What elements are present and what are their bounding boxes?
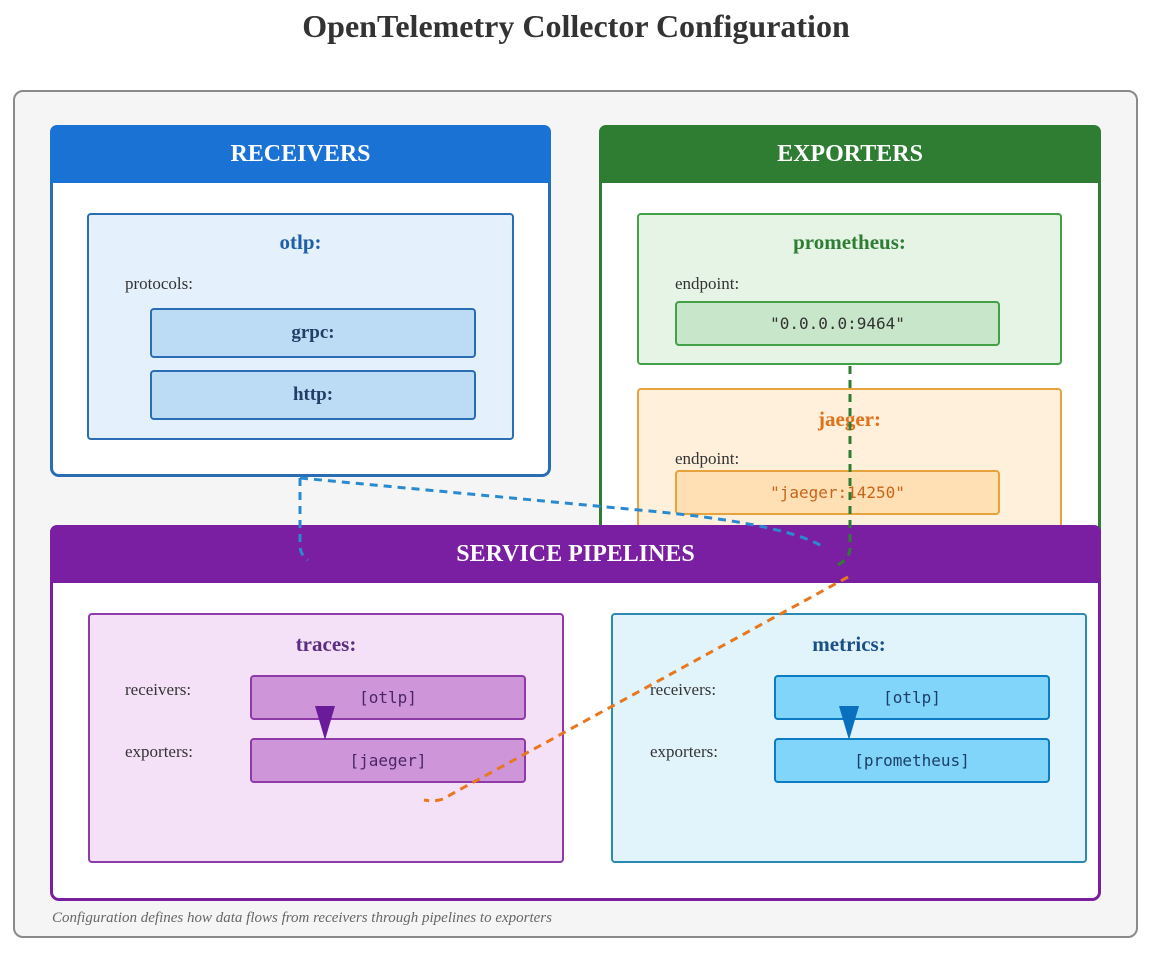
prometheus-to-metrics-connector bbox=[837, 366, 852, 567]
traces-exporters-label: exporters: bbox=[125, 742, 193, 761]
traces-receivers-label: receivers: bbox=[125, 680, 192, 699]
jaeger-endpoint-label: endpoint: bbox=[675, 449, 740, 468]
metrics-exporters-label: exporters: bbox=[650, 742, 718, 761]
http-protocol: http: bbox=[150, 370, 476, 420]
metrics-flow-arrow-icon bbox=[839, 706, 859, 740]
otlp-receiver-title: otlp: bbox=[279, 230, 322, 254]
traces-pipeline-title: traces: bbox=[295, 632, 357, 656]
traces-to-jaeger-connector bbox=[423, 575, 849, 803]
service-pipelines-header: SERVICE PIPELINES bbox=[50, 525, 1101, 583]
metrics-exporters-value: [prometheus] bbox=[774, 738, 1050, 783]
traces-receivers-value: [otlp] bbox=[250, 675, 526, 720]
traces-exporters-value: [jaeger] bbox=[250, 738, 526, 783]
jaeger-endpoint-value: "jaeger:14250" bbox=[675, 470, 1000, 515]
receivers-header: RECEIVERS bbox=[50, 125, 551, 183]
receiver-to-metrics-connector bbox=[299, 476, 826, 550]
metrics-receivers-label: receivers: bbox=[650, 680, 717, 699]
grpc-protocol: grpc: bbox=[150, 308, 476, 358]
metrics-receivers-value: [otlp] bbox=[774, 675, 1050, 720]
diagram-title: OpenTelemetry Collector Configuration bbox=[302, 8, 850, 44]
prometheus-exporter-title: prometheus: bbox=[793, 230, 906, 254]
exporters-header: EXPORTERS bbox=[599, 125, 1101, 183]
prometheus-endpoint-value: "0.0.0.0:9464" bbox=[675, 301, 1000, 346]
receiver-to-traces-connector bbox=[298, 478, 309, 562]
protocols-label: protocols: bbox=[125, 274, 193, 293]
prometheus-endpoint-label: endpoint: bbox=[675, 274, 740, 293]
traces-flow-arrow-icon bbox=[315, 706, 335, 740]
metrics-pipeline-title: metrics: bbox=[812, 632, 886, 656]
footer-caption: Configuration defines how data flows fro… bbox=[52, 910, 552, 926]
